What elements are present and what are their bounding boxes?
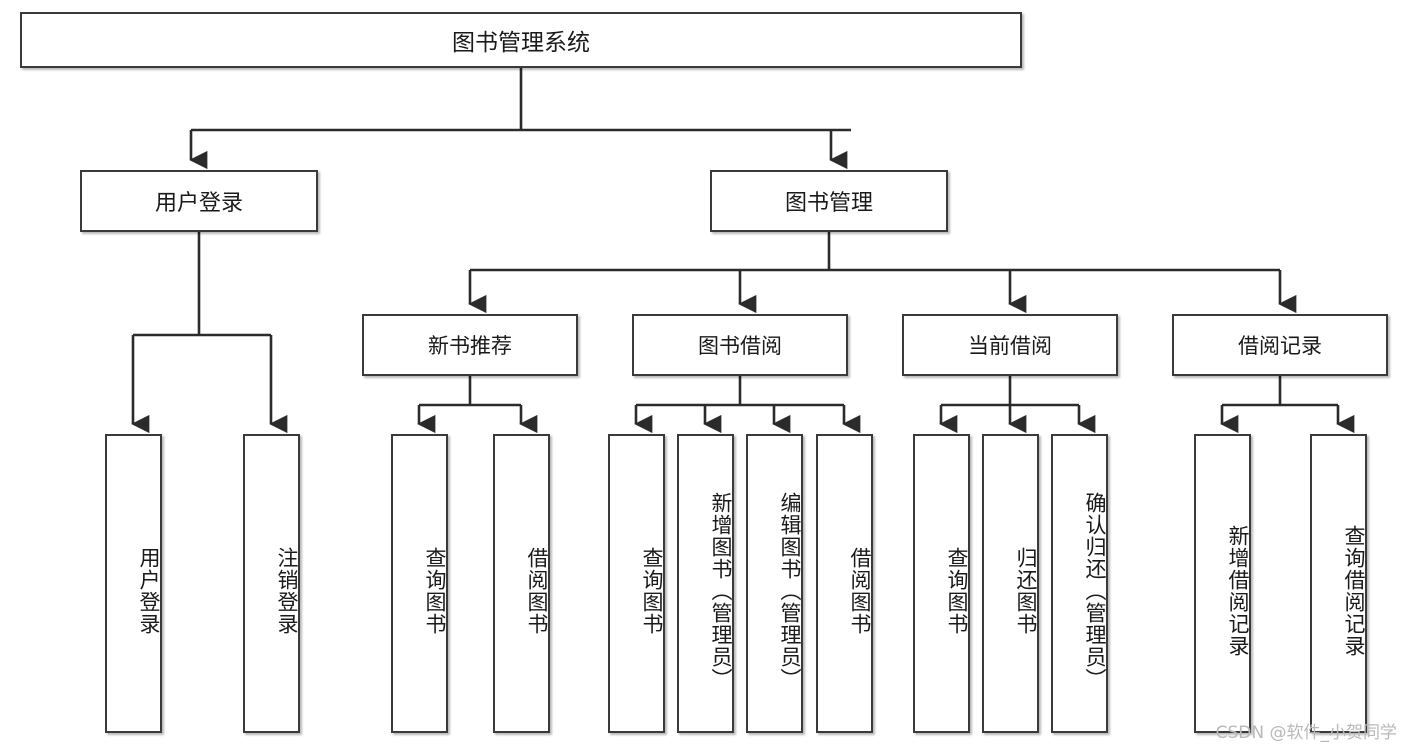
node-label: 当前借阅 [968, 335, 1052, 358]
node-label: 编辑图书（管理员） [778, 491, 801, 690]
leaf-return-book[interactable]: 归还图书 [982, 434, 1039, 733]
node-label: 查询图书 [423, 546, 446, 635]
leaf-borrow-book-recommend[interactable]: 借阅图书 [493, 434, 550, 733]
leaf-query-book-recommend[interactable]: 查询图书 [391, 434, 448, 733]
node-label: 借阅图书 [848, 546, 871, 635]
watermark-text: CSDN @软件_小贺同学 [1215, 723, 1397, 743]
node-label: 归还图书 [1014, 546, 1037, 635]
leaf-user-login[interactable]: 用户登录 [105, 434, 162, 733]
leaf-confirm-return-admin[interactable]: 确认归还（管理员） [1051, 434, 1108, 733]
node-book-borrow[interactable]: 图书借阅 [632, 314, 848, 376]
leaf-borrow-book[interactable]: 借阅图书 [816, 434, 873, 733]
leaf-query-book-borrow[interactable]: 查询图书 [608, 434, 665, 733]
node-book-management[interactable]: 图书管理 [710, 170, 948, 232]
node-label: 查询图书 [640, 546, 663, 635]
node-label: 图书管理系统 [452, 29, 590, 55]
leaf-edit-book-admin[interactable]: 编辑图书（管理员） [746, 434, 803, 733]
node-label: 新增借阅记录 [1226, 524, 1249, 657]
node-label: 注销登录 [275, 546, 298, 635]
node-label: 用户登录 [154, 190, 243, 215]
node-label: 确认归还（管理员） [1083, 491, 1106, 690]
node-label: 借阅图书 [525, 546, 548, 635]
leaf-add-borrow-record[interactable]: 新增借阅记录 [1194, 434, 1251, 733]
node-current-borrow[interactable]: 当前借阅 [902, 314, 1118, 376]
node-label: 新增图书（管理员） [709, 491, 732, 690]
node-root-system[interactable]: 图书管理系统 [20, 12, 1022, 68]
node-label: 图书借阅 [698, 335, 782, 358]
node-label: 图书管理 [784, 190, 873, 215]
node-label: 查询借阅记录 [1342, 524, 1365, 657]
node-borrow-record[interactable]: 借阅记录 [1172, 314, 1388, 376]
node-label: 查询图书 [945, 546, 968, 635]
node-label: 借阅记录 [1238, 335, 1322, 358]
leaf-logout[interactable]: 注销登录 [243, 434, 300, 733]
node-new-book-recommend[interactable]: 新书推荐 [362, 314, 578, 376]
node-user-login[interactable]: 用户登录 [80, 170, 318, 232]
node-label: 新书推荐 [428, 335, 512, 358]
node-label: 用户登录 [137, 546, 160, 635]
leaf-add-book-admin[interactable]: 新增图书（管理员） [677, 434, 734, 733]
leaf-query-book-current[interactable]: 查询图书 [913, 434, 970, 733]
leaf-query-borrow-record[interactable]: 查询借阅记录 [1310, 434, 1367, 733]
